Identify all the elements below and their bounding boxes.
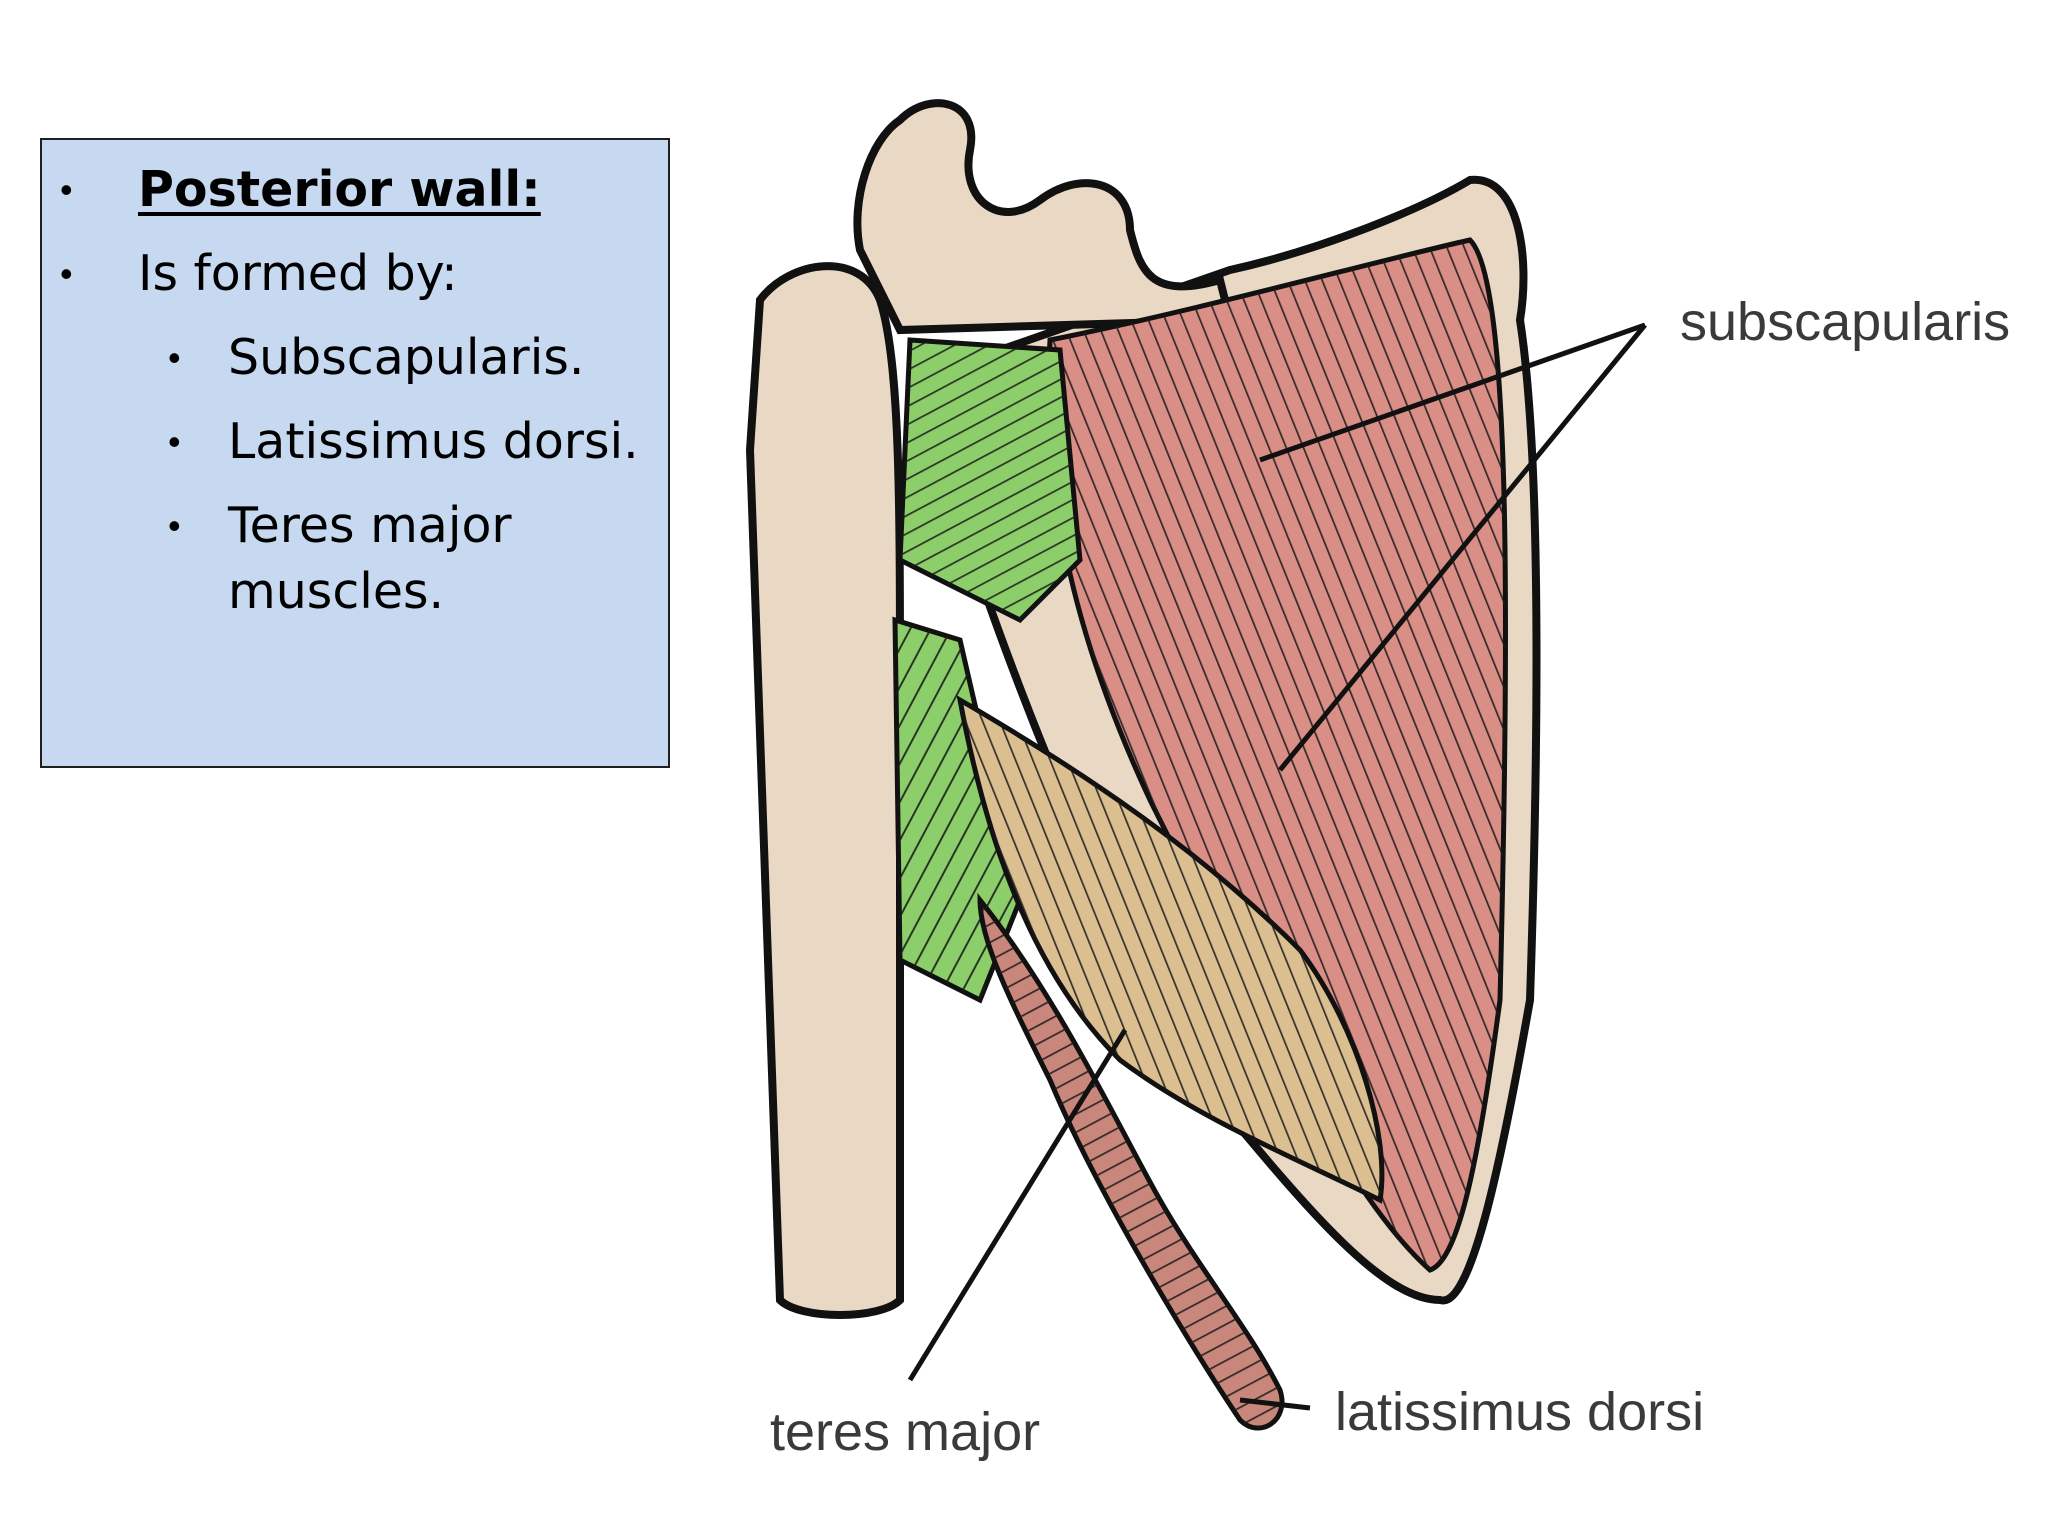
label-subscapularis: subscapularis (1680, 292, 2010, 352)
bullet-teres-major: Teres major (228, 497, 512, 554)
leader-line-teres-major (907, 1028, 1128, 1382)
humerus-bone (745, 262, 904, 1319)
bullet-dot-icon: • (60, 253, 73, 294)
label-teres-major: teres major (770, 1402, 1040, 1462)
bullet-dot-icon: • (60, 169, 73, 210)
heading-posterior-wall: Posterior wall: (138, 161, 541, 218)
bullet-subscapularis: Subscapularis. (228, 329, 585, 386)
leader-line-subscapularis-2 (1278, 323, 1647, 772)
leader-line-latissimus-dorsi (1239, 1397, 1311, 1411)
bullet-dot-icon: • (168, 421, 181, 462)
shoulder-posterior-wall-illustration: subscapularis teres major latissimus dor… (745, 99, 2010, 1462)
bullet-latissimus-dorsi: Latissimus dorsi. (228, 413, 639, 470)
acromion-process (853, 99, 1236, 335)
bullet-dot-icon: • (168, 505, 181, 546)
label-latissimus-dorsi: latissimus dorsi (1335, 1382, 1704, 1442)
bullet-teres-major-cont: muscles. (228, 563, 445, 620)
bullet-is-formed-by: Is formed by: (138, 245, 458, 302)
bullet-dot-icon: • (168, 337, 181, 378)
leader-line-subscapularis-1 (1259, 322, 1646, 463)
text-box: • Posterior wall: • Is formed by: • Subs… (40, 138, 670, 768)
